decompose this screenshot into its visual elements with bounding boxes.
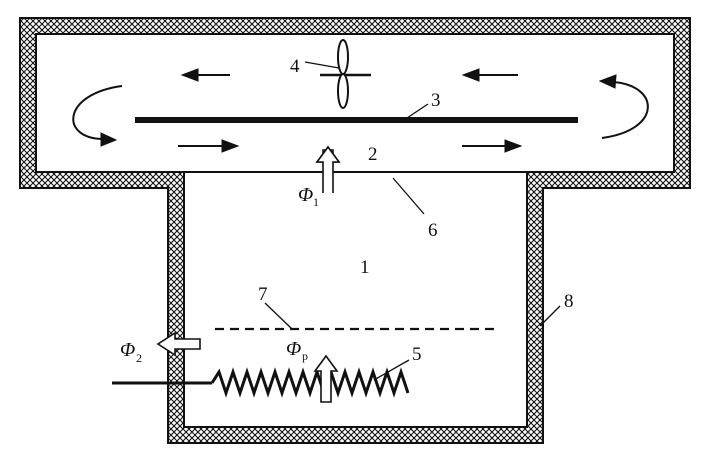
leader-lines (264, 61, 561, 381)
label-2: 2 (368, 144, 378, 165)
phip-subscript: p (302, 349, 308, 363)
label-7: 7 (258, 284, 268, 305)
flux-label-phip: Φ p (286, 338, 308, 363)
air-channel-cavity (35, 33, 675, 428)
label-8: 8 (564, 291, 574, 312)
curved-return-right-icon (598, 74, 649, 139)
label-3: 3 (431, 90, 441, 111)
label-5: 5 (412, 344, 422, 365)
flux-arrow-up-icon (315, 145, 341, 193)
arrow-right-icon (178, 139, 240, 153)
phip-symbol: Φ (286, 338, 301, 360)
arrow-left-icon (180, 68, 230, 82)
flux-label-phi2: Φ 2 (120, 339, 142, 365)
curved-return-left-icon (72, 85, 123, 147)
fan-icon (320, 39, 371, 109)
insulated-enclosure (19, 17, 691, 444)
phi1-symbol: Φ (298, 184, 313, 206)
flux-label-phi1: Φ 1 (298, 184, 319, 209)
airflow-arrows (72, 68, 649, 153)
label-6: 6 (428, 220, 438, 241)
arrow-left-icon (461, 68, 518, 82)
flux-arrow-up-icon (313, 354, 339, 403)
arrow-right-icon (462, 139, 523, 153)
phi1-subscript: 1 (313, 195, 319, 209)
label-4: 4 (290, 56, 300, 77)
label-1: 1 (360, 257, 370, 278)
phi2-subscript: 2 (136, 351, 142, 365)
phi2-symbol: Φ (120, 339, 135, 361)
flux-arrow-left-icon (156, 331, 201, 357)
